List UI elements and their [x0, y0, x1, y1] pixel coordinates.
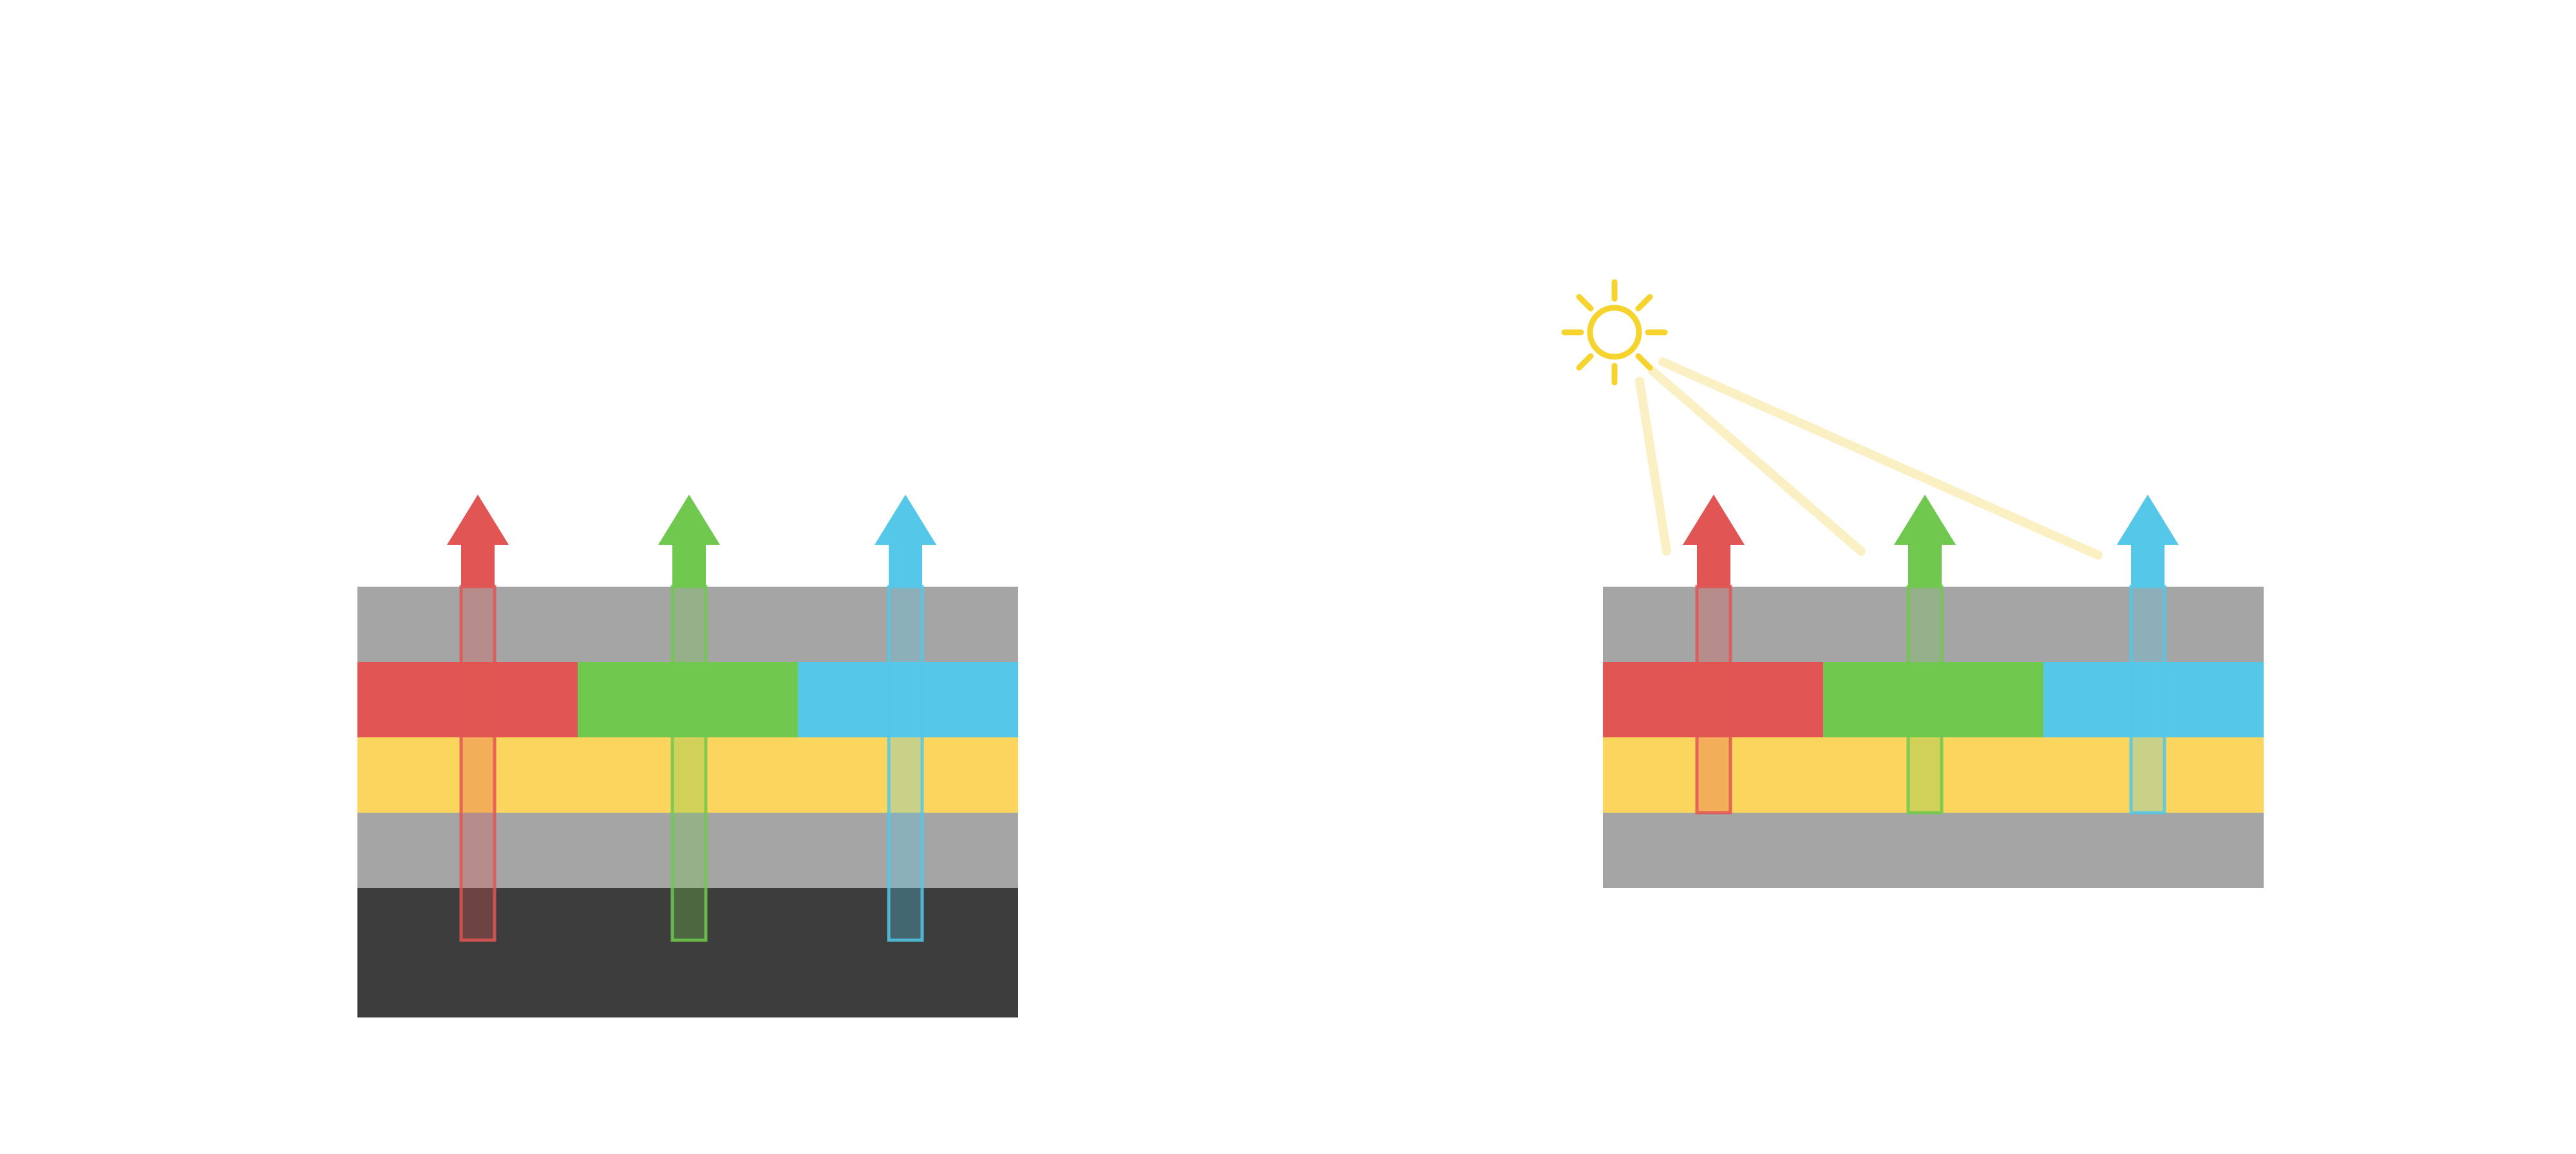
- left-green-subpixel: [578, 662, 798, 737]
- left-green-arrow-shaft: [670, 585, 708, 942]
- right-red-subpixel: [1603, 662, 1823, 737]
- light-beam-1: [1635, 377, 1671, 556]
- right-red-arrow-head: [1683, 495, 1745, 587]
- light-beam-3: [1658, 357, 2103, 560]
- left-red-arrow-shaft: [459, 585, 497, 942]
- left-green-arrow-head: [658, 495, 720, 587]
- sun-ray-ne: [1635, 294, 1653, 312]
- left-cyan-arrow-shaft: [887, 585, 924, 942]
- right-display-stack: [1603, 495, 2264, 888]
- left-red-arrow-head: [447, 495, 509, 587]
- right-red-arrow-shaft: [1695, 585, 1732, 815]
- right-green-subpixel: [1823, 662, 2043, 737]
- left-top-gray-layer: [357, 587, 1018, 662]
- left-display-stack: [357, 495, 1018, 1017]
- right-cyan-subpixel: [2043, 662, 2264, 737]
- sun-ray-se: [1635, 353, 1653, 371]
- right-green-arrow-shaft: [1906, 585, 1944, 815]
- right-bottom-gray-layer: [1603, 813, 2264, 888]
- left-red-subpixel: [357, 662, 578, 737]
- sunlight-group: [1561, 279, 2103, 560]
- right-green-arrow-head: [1894, 495, 1956, 587]
- right-cyan-arrow-shaft: [2129, 585, 2166, 815]
- sun-icon: [1561, 279, 1668, 386]
- left-dark-substrate-layer: [357, 888, 1018, 1017]
- left-cyan-subpixel: [798, 662, 1018, 737]
- light-beam-2: [1648, 366, 1866, 556]
- right-top-gray-layer: [1603, 587, 2264, 662]
- left-cyan-arrow-head: [875, 495, 936, 587]
- left-yellow-layer: [357, 737, 1018, 813]
- sun-circle: [1587, 305, 1642, 360]
- left-bottom-gray-layer: [357, 813, 1018, 888]
- sun-ray-sw: [1576, 353, 1594, 371]
- right-yellow-layer: [1603, 737, 2264, 813]
- right-cyan-arrow-head: [2117, 495, 2179, 587]
- sun-ray-nw: [1576, 294, 1594, 312]
